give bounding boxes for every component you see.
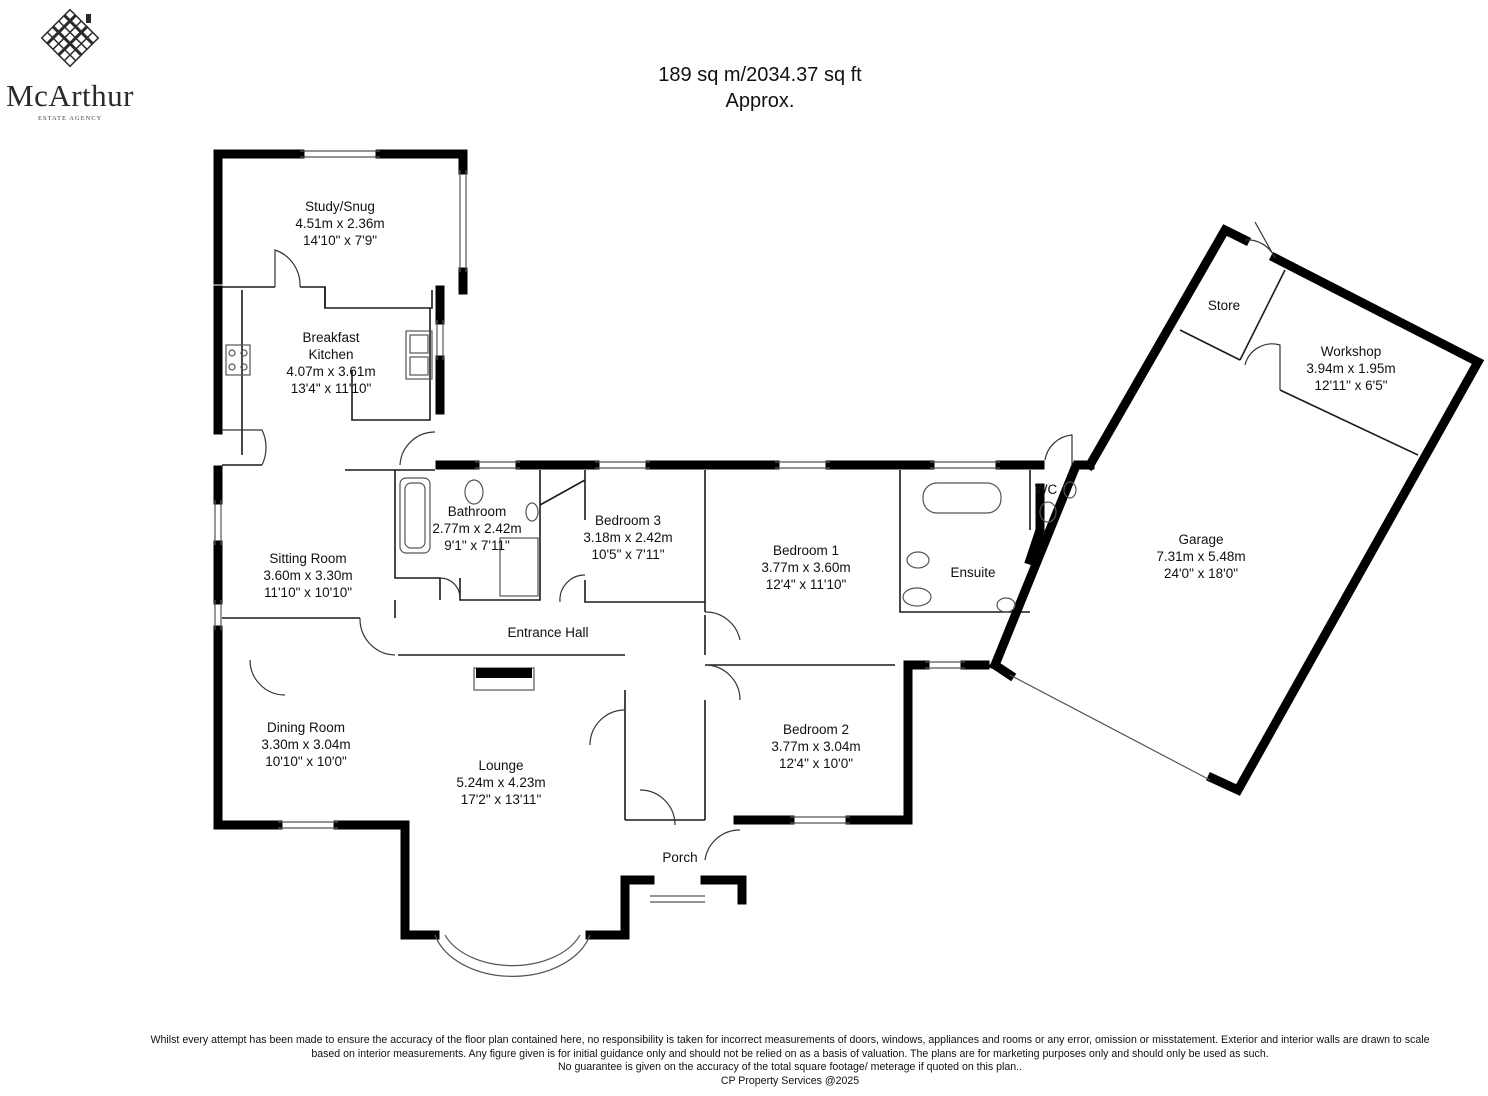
hall-name: Entrance Hall — [507, 625, 588, 640]
garage-metric: 7.31m x 5.48m — [1156, 549, 1245, 564]
bedroom3-metric: 3.18m x 2.42m — [583, 530, 672, 545]
store-name: Store — [1208, 298, 1240, 313]
dining-name: Dining Room — [267, 720, 345, 735]
bedroom1-metric: 3.77m x 3.60m — [761, 560, 850, 575]
partition-walls — [222, 269, 1419, 821]
disclaimer: Whilst every attempt has been made to en… — [110, 1034, 1470, 1088]
garage-imperial: 24'0" x 18'0" — [1164, 566, 1238, 581]
copyright-line: CP Property Services @2025 — [720, 1074, 860, 1087]
workshop-imperial: 12'11" x 6'5" — [1314, 378, 1387, 393]
tartan-house-icon — [40, 8, 100, 68]
floor-plan: Study/Snug 4.51m x 2.36m 14'10" x 7'9" B… — [213, 149, 1485, 977]
sitting-metric: 3.60m x 3.30m — [263, 568, 352, 583]
ensuite-name: Ensuite — [950, 565, 995, 580]
floor-area-heading: 189 sq m/2034.37 sq ft Approx. — [600, 62, 920, 114]
wc-name: WC — [1035, 482, 1058, 497]
bedroom1-imperial: 12'4" x 11'10" — [766, 577, 847, 592]
brand-tagline: ESTATE AGENCY — [38, 115, 103, 122]
lounge-name: Lounge — [478, 758, 523, 773]
kitchen-name-1: Breakfast — [302, 330, 359, 345]
bedroom2-name: Bedroom 2 — [783, 722, 849, 737]
exterior-walls — [213, 149, 1485, 940]
workshop-name: Workshop — [1321, 344, 1382, 359]
dining-imperial: 10'10" x 10'0" — [265, 754, 347, 769]
bathroom-name: Bathroom — [448, 504, 507, 519]
brand-name: McArthur — [6, 78, 134, 113]
sitting-name: Sitting Room — [269, 551, 346, 566]
windows — [214, 150, 1211, 977]
lounge-imperial: 17'2" x 13'11" — [461, 792, 542, 807]
brand-logo: McArthur ESTATE AGENCY — [0, 0, 150, 130]
workshop-metric: 3.94m x 1.95m — [1306, 361, 1395, 376]
study-imperial: 14'10" x 7'9" — [303, 233, 377, 248]
fixtures — [225, 330, 1077, 691]
bedroom3-name: Bedroom 3 — [595, 513, 661, 528]
study-metric: 4.51m x 2.36m — [295, 216, 384, 231]
bedroom2-metric: 3.77m x 3.04m — [771, 739, 860, 754]
door-swings — [222, 221, 1281, 861]
sitting-imperial: 11'10" x 10'10" — [264, 585, 352, 600]
room-labels: Study/Snug 4.51m x 2.36m 14'10" x 7'9" B… — [261, 199, 1395, 865]
bathroom-metric: 2.77m x 2.42m — [432, 521, 521, 536]
study-name: Study/Snug — [305, 199, 375, 214]
kitchen-metric: 4.07m x 3.61m — [286, 364, 375, 379]
approx-text: Approx. — [725, 90, 795, 112]
kitchen-name-2: Kitchen — [308, 347, 353, 362]
porch-name: Porch — [662, 850, 697, 865]
bedroom3-imperial: 10'5" x 7'11" — [591, 547, 664, 562]
bathroom-imperial: 9'1" x 7'11" — [444, 538, 510, 553]
disclaimer-line-3: No guarantee is given on the accuracy of… — [557, 1061, 1023, 1073]
bedroom1-name: Bedroom 1 — [773, 543, 839, 558]
fireplace — [476, 668, 532, 678]
floor-area-text: 189 sq m/2034.37 sq ft — [658, 64, 862, 86]
bedroom2-imperial: 12'4" x 10'0" — [779, 756, 853, 771]
garage-name: Garage — [1178, 532, 1223, 547]
disclaimer-line-2: based on interior measurements. Any figu… — [311, 1047, 1269, 1060]
kitchen-imperial: 13'4" x 11'10" — [291, 381, 372, 396]
disclaimer-line-1: Whilst every attempt has been made to en… — [150, 1034, 1430, 1046]
lounge-metric: 5.24m x 4.23m — [456, 775, 545, 790]
dining-metric: 3.30m x 3.04m — [261, 737, 350, 752]
